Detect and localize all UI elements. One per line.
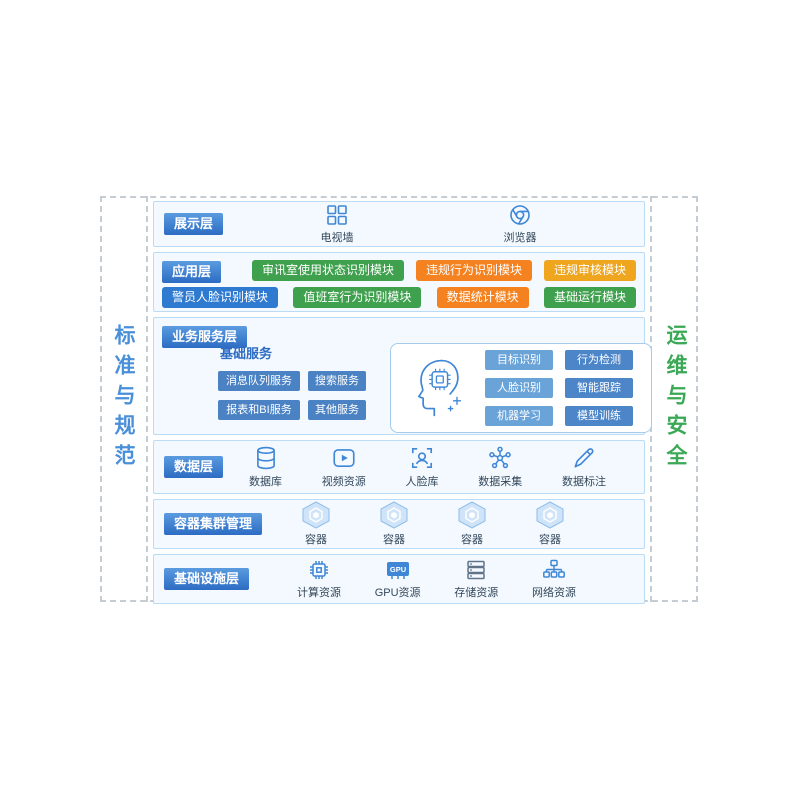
gpu-icon: GPU	[385, 558, 411, 582]
gpu-chip-label: GPU	[390, 565, 406, 574]
container-hexagon-icon	[300, 501, 332, 529]
browser-item: 浏览器	[504, 203, 537, 245]
container-label: 容器	[460, 534, 483, 546]
container-label: 容器	[383, 534, 405, 546]
basic-services-grid: 消息队列服务 搜索服务 报表和BI服务 其他服务	[218, 371, 366, 421]
infrastructure-items: 计算资源 GPU GPU资源	[249, 558, 634, 600]
service-search: 搜索服务	[308, 371, 366, 392]
side-panel-standards-label: 标准与规范	[112, 324, 135, 474]
ai-services-box: 目标识别 行为检测 人脸识别 智能跟踪 机器学习 模型训练	[390, 343, 652, 434]
tv-wall-label: 电视墙	[320, 232, 354, 244]
cpu-icon	[307, 558, 331, 582]
data-layer-label: 数据层	[164, 455, 224, 479]
storage-icon	[464, 558, 488, 582]
browser-label: 浏览器	[503, 232, 537, 244]
database-icon	[253, 445, 279, 471]
presentation-layer-label: 展示层	[164, 212, 224, 236]
business-service-content: 基础服务 消息队列服务 搜索服务 报表和BI服务 其他服务	[154, 318, 652, 443]
service-message-queue: 消息队列服务	[218, 371, 300, 392]
data-annotate-item: 数据标注	[562, 445, 606, 489]
container-hexagon-icon	[534, 501, 566, 529]
ai-target-recognition: 目标识别	[485, 350, 553, 371]
network-icon	[542, 558, 566, 582]
container-label: 容器	[305, 534, 328, 546]
face-library-icon	[409, 445, 435, 471]
application-module-row-2: 警员人脸识别模块 值班室行为识别模块 数据统计模块 基础运行模块	[162, 287, 636, 308]
side-panel-operations: 运维与安全	[650, 196, 698, 602]
data-collect-icon	[487, 445, 513, 471]
service-report-bi: 报表和BI服务	[218, 400, 300, 421]
infrastructure-layer-label: 基础设施层	[164, 567, 250, 591]
storage-resource-item: 存储资源	[454, 558, 498, 600]
data-annotate-label: 数据标注	[561, 476, 606, 488]
container-cluster-layer: 容器集群管理 容器	[153, 499, 645, 549]
database-label: 数据库	[249, 476, 283, 488]
data-annotate-icon	[571, 445, 597, 471]
data-layer: 数据层 数据库	[153, 440, 645, 494]
container-cluster-layer-label: 容器集群管理	[164, 512, 263, 536]
module-violation-review: 违规审核模块	[543, 260, 636, 281]
business-service-layer-label: 业务服务层	[162, 326, 248, 349]
basic-services-group: 基础服务 消息队列服务 搜索服务 报表和BI服务 其他服务	[218, 343, 366, 421]
business-service-layer: 业务服务层 基础服务 消息队列服务 搜索服务 报表和BI服务 其他服务	[153, 317, 652, 435]
container-item: 容器	[534, 501, 566, 547]
ai-smart-tracking: 智能跟踪	[565, 378, 633, 399]
module-interrogation-room-status: 审讯室使用状态识别模块	[252, 260, 405, 281]
container-hexagon-icon	[456, 501, 488, 529]
layers-column: 展示层 电视墙	[153, 201, 652, 604]
module-officer-face-recognition: 警员人脸识别模块	[162, 287, 279, 308]
presentation-layer: 展示层 电视墙	[153, 201, 645, 247]
module-duty-room-behavior: 值班室行为识别模块	[293, 287, 422, 308]
module-violation-behavior: 违规行为识别模块	[415, 260, 532, 281]
tv-wall-item: 电视墙	[321, 203, 354, 245]
gpu-resource-label: GPU资源	[374, 587, 421, 599]
face-library-label: 人脸库	[405, 476, 439, 488]
ai-machine-learning: 机器学习	[485, 406, 553, 427]
data-collect-label: 数据采集	[478, 476, 523, 488]
face-library-item: 人脸库	[405, 445, 438, 489]
application-layer-label: 应用层	[162, 261, 222, 284]
gpu-resource-item: GPU GPU资源	[375, 558, 421, 600]
application-layer: 应用层 审讯室使用状态识别模块 违规行为识别模块 违规审核模块 警员人脸识别模块…	[153, 252, 645, 312]
compute-resource-label: 计算资源	[297, 587, 342, 599]
data-layer-items: 数据库 视频资源	[223, 445, 634, 489]
container-item: 容器	[300, 501, 332, 547]
container-item: 容器	[378, 501, 410, 547]
ai-face-recognition: 人脸识别	[485, 378, 553, 399]
ai-services-grid: 目标识别 行为检测 人脸识别 智能跟踪 机器学习 模型训练	[485, 350, 633, 427]
infrastructure-layer: 基础设施层 计算资源	[153, 554, 645, 604]
module-basic-operation: 基础运行模块	[543, 287, 636, 308]
compute-resource-item: 计算资源	[297, 558, 341, 600]
basic-services-title: 基础服务	[220, 346, 273, 361]
ai-behavior-detection: 行为检测	[565, 350, 633, 371]
storage-resource-label: 存储资源	[454, 587, 499, 599]
container-items: 容器 容器	[262, 501, 634, 547]
data-collect-item: 数据采集	[478, 445, 522, 489]
ai-head-icon	[409, 355, 469, 421]
database-item: 数据库	[249, 445, 282, 489]
side-panel-operations-label: 运维与安全	[664, 324, 687, 474]
side-panel-standards: 标准与规范	[100, 196, 148, 602]
tv-wall-icon	[325, 203, 349, 227]
container-item: 容器	[456, 501, 488, 547]
container-label: 容器	[538, 534, 561, 546]
browser-icon	[508, 203, 532, 227]
presentation-items: 电视墙 浏览器	[223, 203, 634, 245]
application-module-row-1: 审讯室使用状态识别模块 违规行为识别模块 违规审核模块	[252, 260, 636, 281]
video-resource-item: 视频资源	[322, 445, 366, 489]
video-resource-label: 视频资源	[321, 476, 366, 488]
service-other: 其他服务	[308, 400, 366, 421]
module-data-statistics: 数据统计模块	[436, 287, 529, 308]
ai-model-training: 模型训练	[565, 406, 633, 427]
network-resource-label: 网络资源	[531, 587, 576, 599]
video-icon	[331, 445, 357, 471]
container-hexagon-icon	[378, 501, 410, 529]
network-resource-item: 网络资源	[532, 558, 576, 600]
